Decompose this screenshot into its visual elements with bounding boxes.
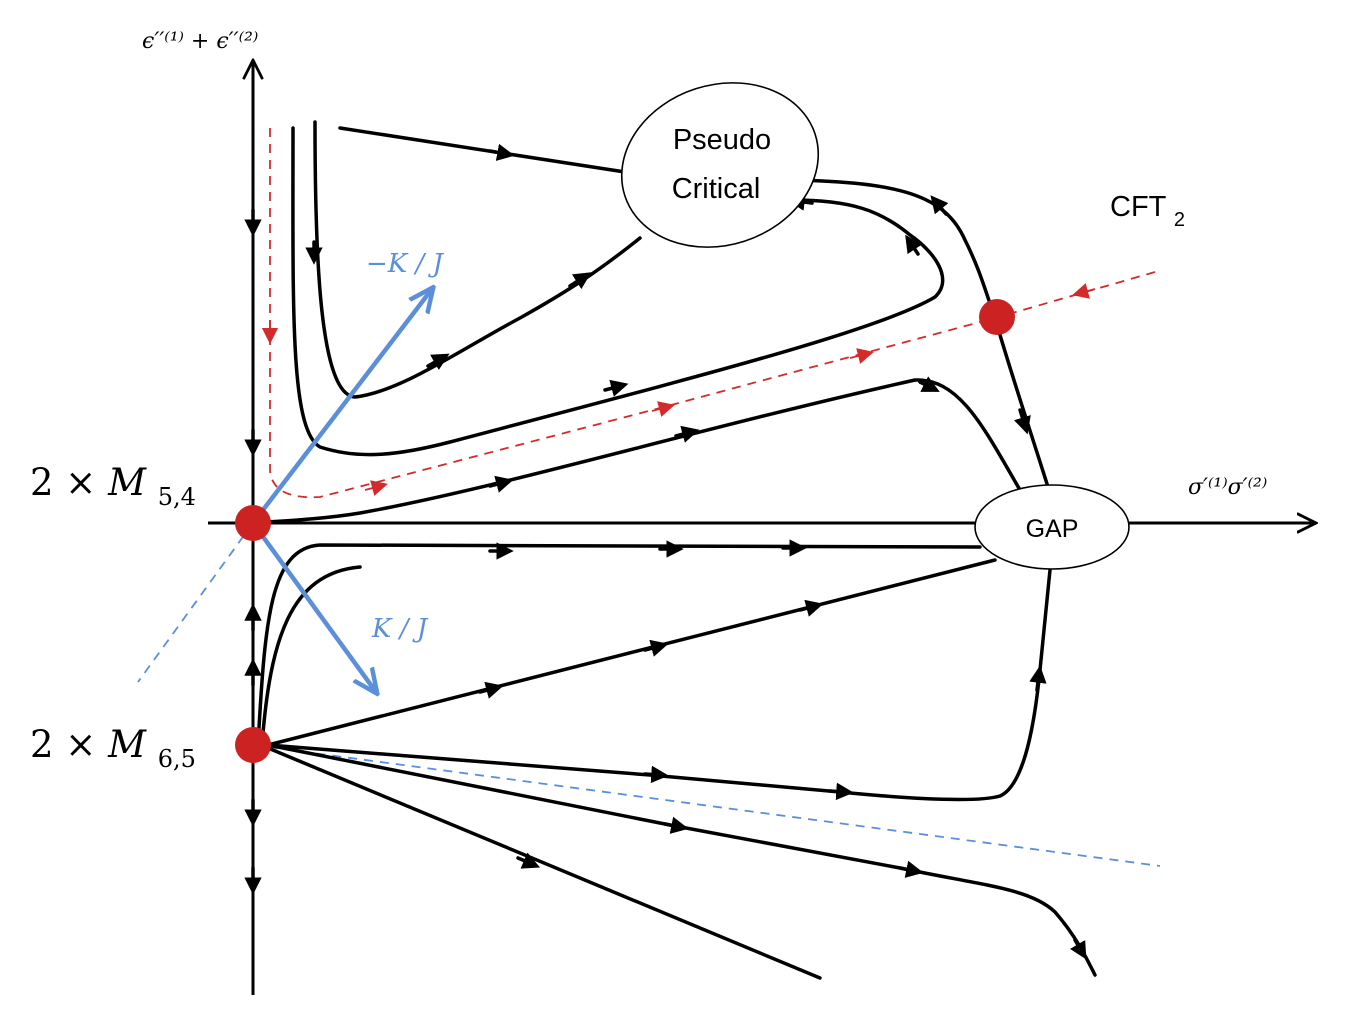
flow-arrow xyxy=(1014,408,1031,435)
gap-label: GAP xyxy=(1026,515,1079,543)
red-flow-arrow xyxy=(1072,283,1096,299)
flow-arrow xyxy=(905,234,923,256)
flow-arrow xyxy=(603,379,629,397)
flow-arrow xyxy=(918,376,940,392)
flow-arrow xyxy=(674,425,700,443)
flow-arrow xyxy=(568,272,592,290)
x-axis-label: σ′⁽¹⁾σ′⁽²⁾ xyxy=(1188,475,1267,500)
flow-m65-to-gap-diagonal xyxy=(266,558,997,747)
flow-arrow xyxy=(828,782,854,801)
m54-fixed-point xyxy=(235,505,271,541)
minus-k-over-j-vector xyxy=(250,289,432,526)
flow-arrow xyxy=(643,765,669,784)
flow-m54-to-gap-upper xyxy=(251,378,1022,525)
flow-top-to-pseudo xyxy=(338,126,627,174)
gap-region xyxy=(974,484,1130,570)
y-axis-label: ϵ′′⁽¹⁾ + ϵ′′⁽²⁾ xyxy=(142,29,258,54)
red-flow-arrow xyxy=(651,401,675,417)
flow-arrow xyxy=(1070,938,1087,960)
flow-m65-to-gap-lower xyxy=(266,568,1052,802)
red-flow-arrow xyxy=(849,348,874,364)
flow-arrow xyxy=(488,143,515,161)
pseudo-critical-region xyxy=(620,82,820,248)
flow-arrow xyxy=(488,475,514,493)
k-over-j-vector xyxy=(250,520,376,692)
blue-dashed-line-upper xyxy=(137,522,254,683)
flow-arrow xyxy=(478,681,504,699)
flow-valley-to-pseudo xyxy=(313,120,642,399)
cft2-fixed-point xyxy=(979,299,1015,335)
pseudo-critical-label-line2: Critical xyxy=(672,173,761,205)
m54-label: 2 × M 5,4 xyxy=(30,461,196,511)
pseudo-critical-label-line1: Pseudo xyxy=(673,124,771,156)
cft2-label: CFT 2 xyxy=(1110,191,1185,231)
flow-inner-to-pseudo xyxy=(291,126,945,457)
flow-arrow xyxy=(898,860,924,878)
red-dashed-flow-right xyxy=(994,271,1156,319)
m65-label: 2 × M 6,5 xyxy=(30,723,196,773)
flow-arrow xyxy=(426,353,450,370)
flow-arrow xyxy=(663,816,689,834)
flow-m65-to-gap-near-axis xyxy=(256,543,982,747)
red-dashed-flow-left xyxy=(269,128,996,499)
m65-fixed-point xyxy=(235,727,271,763)
flow-arrow xyxy=(798,599,824,617)
flow-m65-bottom xyxy=(266,746,822,980)
minus-k-over-j-label: −K / J xyxy=(366,249,444,279)
flow-pseudo-to-cft-loop xyxy=(788,178,997,320)
flow-m65-inner-curve xyxy=(260,565,362,747)
blue-dashed-line-lower xyxy=(252,744,1161,867)
flow-arrow xyxy=(643,639,669,657)
flow-arrow xyxy=(930,195,949,216)
flow-cft-to-gap xyxy=(993,316,1050,489)
flow-arrow xyxy=(516,852,541,869)
flow-arrow xyxy=(1029,665,1047,692)
red-flow-arrow xyxy=(364,480,388,496)
k-over-j-label: K / J xyxy=(371,614,429,644)
